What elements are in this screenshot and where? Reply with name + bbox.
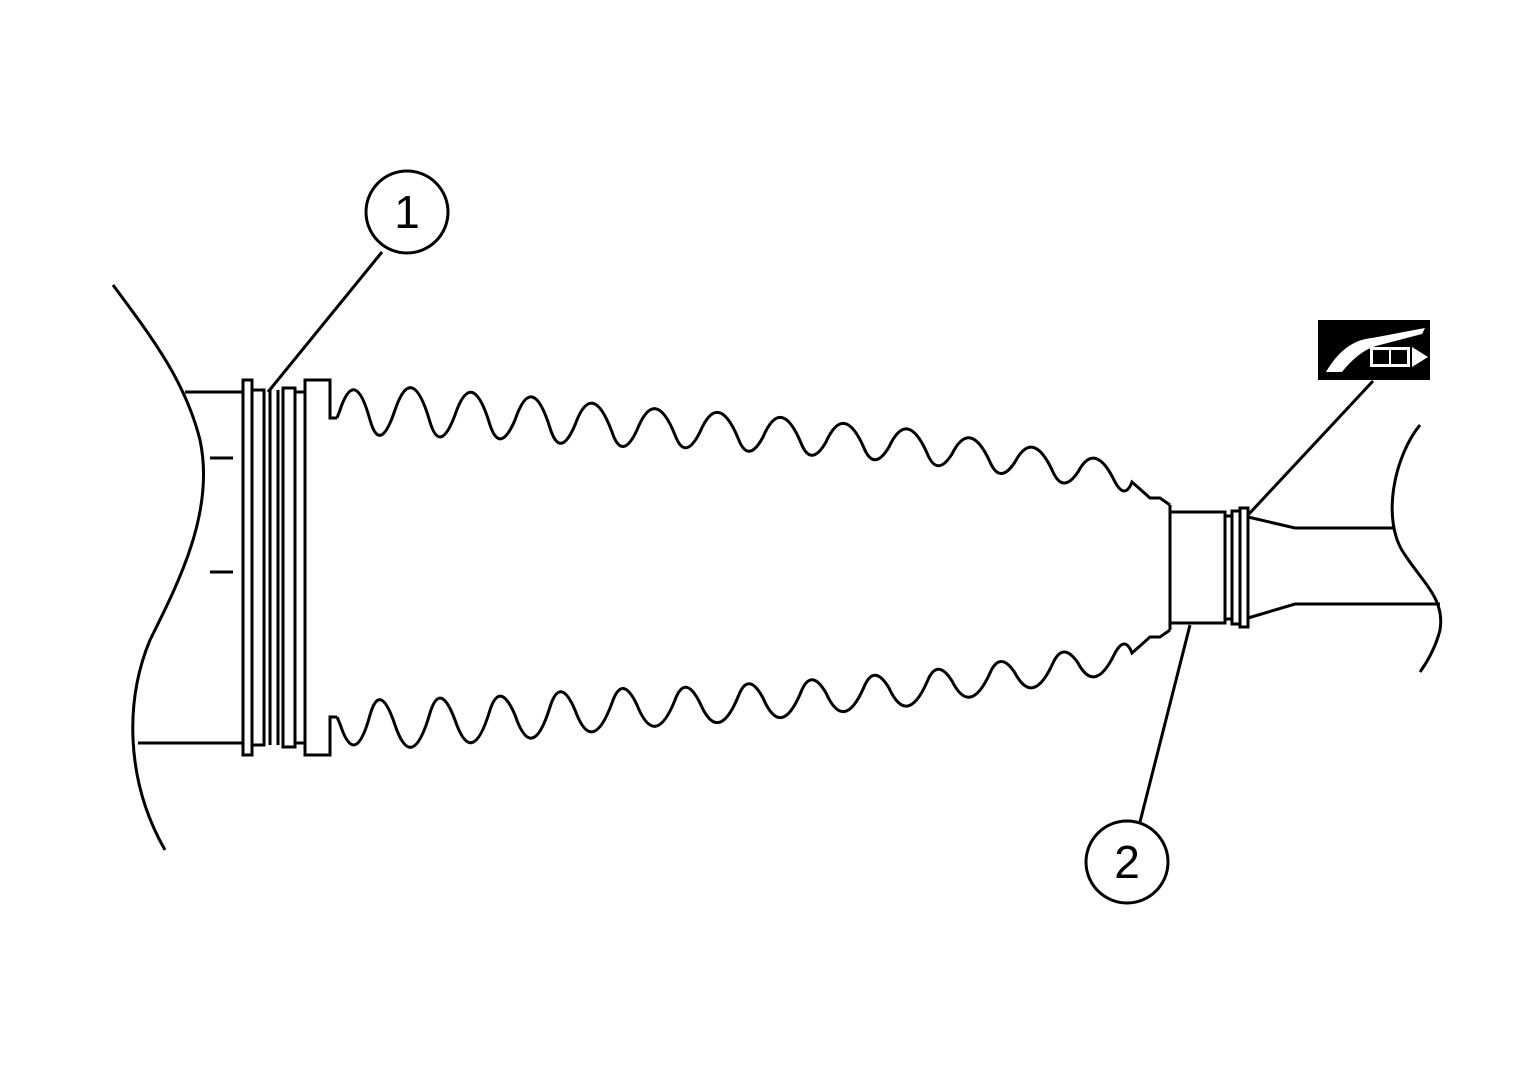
inner-boot-clamp [1223,506,1250,629]
steering-gear-housing [111,284,243,851]
grease-gun-icon [1246,320,1430,517]
callout-2: 2 [1084,624,1192,905]
tie-rod [1247,424,1443,673]
callout-1: 1 [266,169,450,393]
callout-2-label: 2 [1114,836,1140,888]
steering-rack-boot [303,378,1227,757]
outer-boot-clamp [241,378,305,757]
callout-1-label: 1 [394,186,420,238]
